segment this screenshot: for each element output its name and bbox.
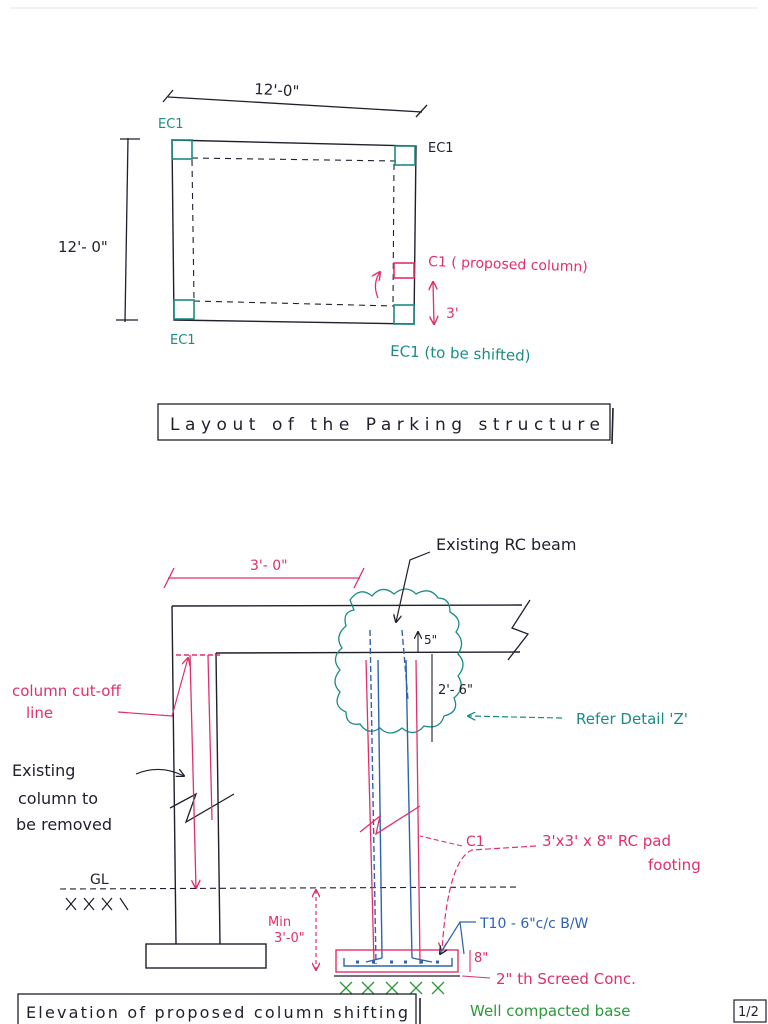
plan-column-top-left [171,139,193,160]
elev-new-column-blue-left [377,659,383,959]
elev-screed-leader [461,975,491,979]
plan-dim-tick-left [162,89,174,103]
elev-gl-hatch [65,897,129,911]
elev-new-column-red-right [415,659,421,965]
elev-existing-column-right [215,652,221,945]
plan-shift-dim-line [433,282,434,324]
plan-column-bottom-right [393,304,415,325]
plan-label-shifted: EC1 (to be shifted) [390,342,531,365]
plan-dim-horizontal-label: 12'-0" [254,80,300,100]
elev-existing-beam-leader [396,551,431,622]
elev-caption: Elevation of proposed column shifting [26,1003,408,1022]
elev-c1-leader [419,835,463,847]
plan-frame-inner-right [392,163,395,304]
elev-existing-column-label-2: column to [18,789,98,808]
plan-column-bottom-left [173,299,195,320]
elev-existing-footing [145,943,267,969]
elev-page-mark: 1/2 [738,1005,759,1020]
plan-label-proposed: C1 ( proposed column) [428,254,588,276]
elev-new-column-blue-left-outer [369,629,377,965]
plan-frame-inner-top [191,157,397,162]
plan-frame-inner-bottom [193,300,395,307]
elev-new-column-break [359,805,421,836]
elev-refer-detail-label: Refer Detail 'Z' [576,710,688,728]
plan-dim-horizontal-line [167,96,423,113]
elev-footing-depth-label: 8" [474,951,488,966]
elev-new-column-blue-right-outer [401,629,409,701]
plan-frame-inner-left [191,159,195,301]
elev-c1-label: C1 [466,834,485,850]
elev-cutoff-label-2: line [26,704,53,722]
elev-ground-line [59,886,521,890]
elev-column-red-right [207,654,213,821]
elev-new-column-blue-right [405,659,413,959]
elev-beam-break [507,599,531,661]
elev-footing-rebar [343,958,453,967]
elev-dim-top-tick-left [163,567,175,589]
layout-plan: 12'-0" 12'- 0" EC1 EC1 EC1 C1 ( proposed… [58,80,614,445]
elev-dim-top-tick-right [353,567,365,589]
elev-existing-column-left [171,605,177,945]
elev-min-label-2: 3'-0" [274,931,305,946]
elev-compacted-hatch [339,981,445,995]
plan-dim-vertical-label: 12'- 0" [58,238,108,256]
elev-existing-beam-label: Existing RC beam [436,535,576,554]
elev-dim-embed-label: 5" [424,633,437,647]
elev-beam-bottom-edge [215,651,521,654]
elev-refer-detail-leader [468,716,563,718]
elev-new-column-red-left [365,659,375,965]
elev-dim-top-label: 3'- 0" [250,558,288,574]
elev-new-pad-footing [335,949,459,973]
plan-label-top-right: EC1 [428,141,454,156]
elev-caption-box [17,993,417,1024]
plan-caption-box [157,403,611,441]
elev-pad-footing-leader [442,845,537,950]
elev-existing-column-break [169,792,235,824]
elev-rebar-label: T10 - 6"c/c B/W [479,916,589,932]
elev-cutoff-leader [117,658,188,717]
elev-pad-footing-label-2: footing [648,856,701,874]
elev-screed-label: 2" th Screed Conc. [496,970,636,988]
plan-shift-arrow [375,272,380,299]
elev-rebar-leader-2 [459,921,465,955]
plan-label-top-left: EC1 [158,117,184,132]
elev-existing-column-label-1: Existing [12,761,75,780]
plan-caption: Layout of the Parking structure [170,415,600,435]
elev-gl-label: GL [90,872,109,888]
elev-pad-footing-label-1: 3'x3' x 8" RC pad [542,832,671,850]
elev-compacted-base-label: Well compacted base [470,1002,630,1020]
elevation: 3'- 0" GL 5" 2'- 6" [12,535,767,1024]
plan-caption-shadow-right [611,407,614,445]
elev-existing-column-leader [135,769,184,776]
elev-column-bar-hooks [365,957,433,963]
elev-cutoff-label-1: column cut-off [12,682,121,700]
plan-column-top-right [394,145,416,166]
plan-frame-outer [171,139,417,325]
elev-rebar-leader [440,921,476,954]
plan-dim-vertical-line [124,137,129,323]
elev-column-red-left [189,654,196,888]
elev-min-label-1: Min [268,915,291,930]
plan-column-proposed [393,262,415,279]
elev-existing-column-label-3: be removed [16,815,112,834]
elev-page-mark-box [733,999,767,1023]
plan-label-shift-dim: 3' [446,306,459,322]
elev-dim-lap-label: 2'- 6" [438,683,473,698]
elev-detail-cloud [334,588,464,734]
plan-dim-tick-right [415,104,428,118]
plan-label-bottom-left: EC1 [170,333,196,348]
elev-beam-top-edge [171,604,523,607]
